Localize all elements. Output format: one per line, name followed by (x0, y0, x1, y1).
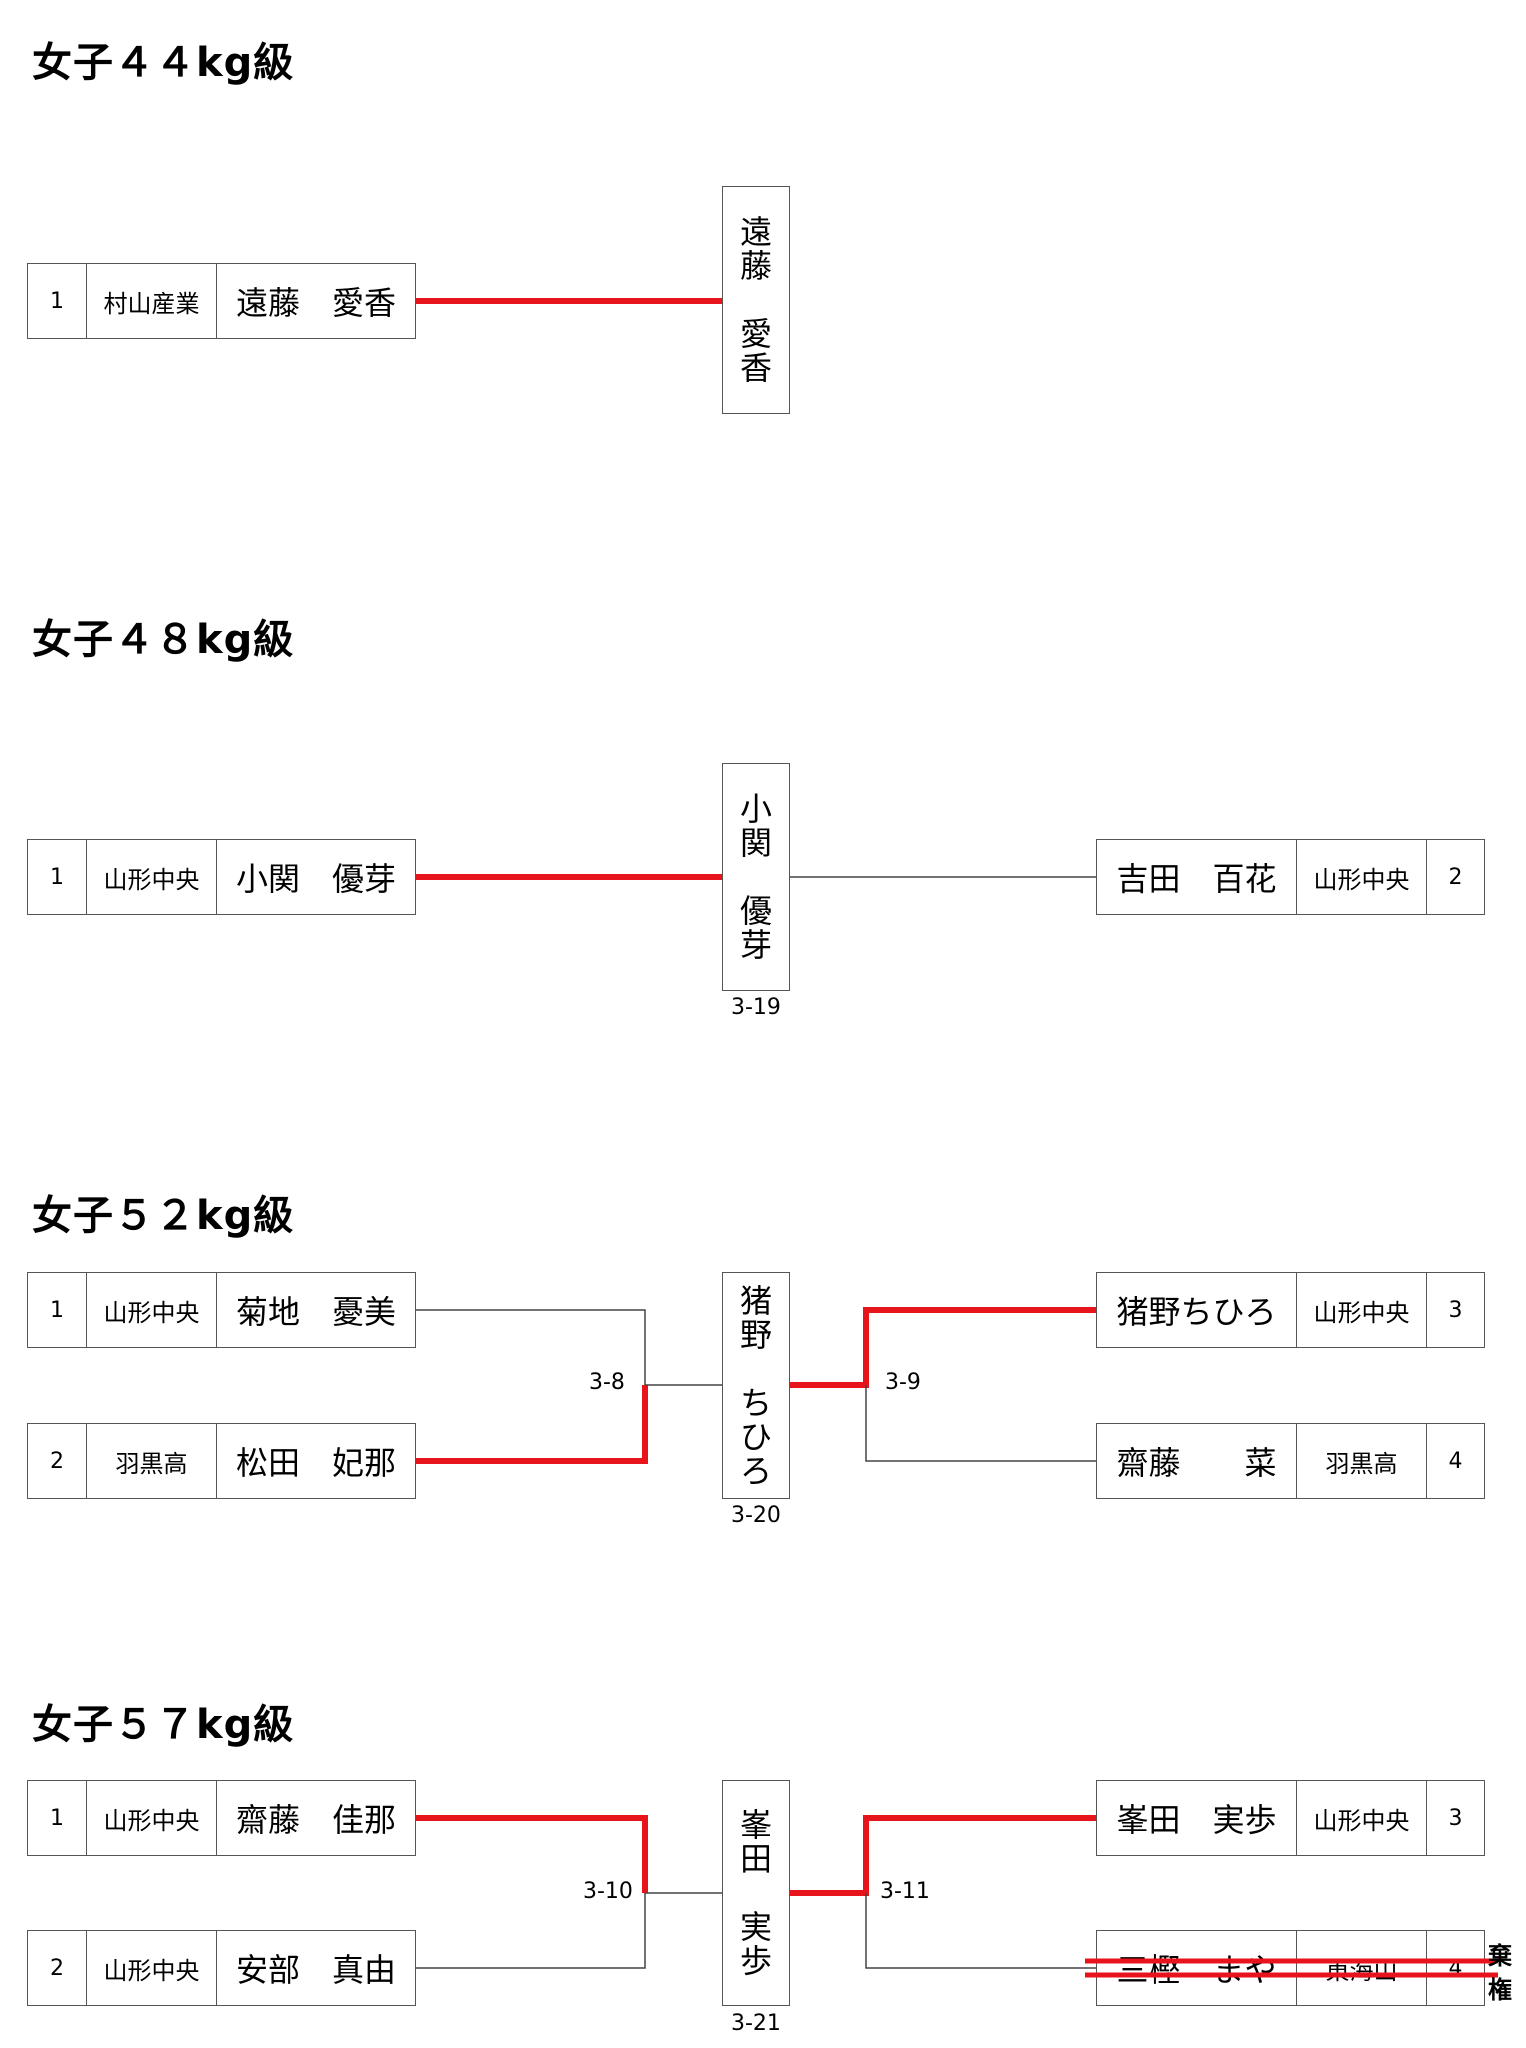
seed-number: 2 (28, 1931, 87, 2005)
line-52-r2 (865, 1385, 1096, 1462)
athlete-name: 安部 真由 (235, 1951, 396, 1989)
athlete-name: 菊地 憂美 (235, 1293, 396, 1331)
school-name: 羽黒高 (87, 1424, 217, 1498)
win-line-57-r1 (790, 1815, 1096, 1896)
seed-number: 3 (1448, 1805, 1463, 1831)
final-match-label-48kg: 3-19 (731, 995, 781, 1020)
athlete-name: 小関 優芽 (235, 860, 396, 898)
school-name: 山形中央 (87, 840, 217, 914)
winner-given-name: 実歩 (739, 1908, 772, 1980)
athlete-name: 齋藤 菜 (1097, 1424, 1297, 1498)
entry-57-4-forfeited: 三樫 まや 東海山 4 (1096, 1930, 1485, 2006)
athlete-name: 猪野ちひろ (1097, 1273, 1297, 1347)
winner-family-name: 遠藤 (739, 213, 772, 285)
line-52-l1 (416, 1309, 646, 1385)
entry-52-4: 齋藤 菜 羽黒高 4 (1096, 1423, 1485, 1499)
athlete-name: 齋藤 佳那 (235, 1801, 396, 1839)
athlete-name: 松田 妃那 (235, 1444, 396, 1482)
win-line-57-l1 (416, 1815, 648, 1893)
entry-44-1: 1 村山産業 遠藤 愛香 (27, 263, 416, 339)
seed-number: 1 (28, 1273, 87, 1347)
school-name: 村山産業 (87, 264, 217, 338)
section-title-44kg: 女子４４kg級 (32, 40, 295, 86)
entry-48-1: 1 山形中央 小関 優芽 (27, 839, 416, 915)
school-name: 山形中央 (1297, 1273, 1427, 1347)
athlete-name: 遠藤 愛香 (235, 284, 396, 322)
winner-box-48kg: 小関 優芽 (722, 763, 790, 991)
winner-family-name: 峯田 (739, 1806, 772, 1878)
winner-family-name: 小関 (739, 790, 772, 862)
entry-52-2: 2 羽黒高 松田 妃那 (27, 1423, 416, 1499)
win-line-52-l2 (416, 1385, 648, 1464)
athlete-name: 三樫 まや (1097, 1931, 1297, 2005)
winner-box-44kg: 遠藤 愛香 (722, 186, 790, 414)
school-name: 山形中央 (87, 1931, 217, 2005)
winner-box-57kg: 峯田 実歩 (722, 1780, 790, 2006)
school-name: 山形中央 (1297, 840, 1427, 914)
seed-number: 4 (1448, 1448, 1463, 1474)
seed-number: 3 (1448, 1297, 1463, 1323)
seed-number: 1 (28, 840, 87, 914)
seed-number: 2 (28, 1424, 87, 1498)
match-label-left-57kg: 3-10 (583, 1879, 633, 1904)
forfeit-label: 棄権 (1488, 1942, 1512, 2004)
school-name: 山形中央 (1297, 1781, 1427, 1855)
line-57-l2 (416, 1893, 646, 1969)
final-match-label-57kg: 3-21 (731, 2011, 781, 2036)
entry-48-2: 吉田 百花 山形中央 2 (1096, 839, 1485, 915)
school-name: 山形中央 (87, 1273, 217, 1347)
entry-52-3: 猪野ちひろ 山形中央 3 (1096, 1272, 1485, 1348)
match-label-right-52kg: 3-9 (885, 1370, 921, 1395)
athlete-name: 峯田 実歩 (1097, 1781, 1297, 1855)
final-match-label-52kg: 3-20 (731, 1503, 781, 1528)
school-name: 山形中央 (87, 1781, 217, 1855)
section-title-48kg: 女子４８kg級 (32, 617, 295, 663)
winner-family-name: 猪野 (739, 1281, 772, 1354)
winner-box-52kg: 猪野 ちひろ (722, 1272, 790, 1499)
match-label-right-57kg: 3-11 (880, 1879, 930, 1904)
seed-number: 2 (1448, 864, 1463, 890)
winner-given-name: ちひろ (739, 1383, 772, 1490)
win-line-52-r1 (790, 1307, 1096, 1388)
seed-number: 1 (28, 1781, 87, 1855)
entry-57-3: 峯田 実歩 山形中央 3 (1096, 1780, 1485, 1856)
entry-57-2: 2 山形中央 安部 真由 (27, 1930, 416, 2006)
winner-given-name: 優芽 (739, 892, 772, 964)
entry-57-1: 1 山形中央 齋藤 佳那 (27, 1780, 416, 1856)
match-label-left-52kg: 3-8 (589, 1370, 625, 1395)
section-title-52kg: 女子５２kg級 (32, 1193, 295, 1239)
section-title-57kg: 女子５７kg級 (32, 1702, 295, 1748)
school-name: 羽黒高 (1297, 1424, 1427, 1498)
line-57-r2 (865, 1893, 1096, 1969)
athlete-name: 吉田 百花 (1097, 840, 1297, 914)
winner-given-name: 愛香 (739, 315, 772, 387)
entry-52-1: 1 山形中央 菊地 憂美 (27, 1272, 416, 1348)
seed-number: 1 (28, 264, 87, 338)
